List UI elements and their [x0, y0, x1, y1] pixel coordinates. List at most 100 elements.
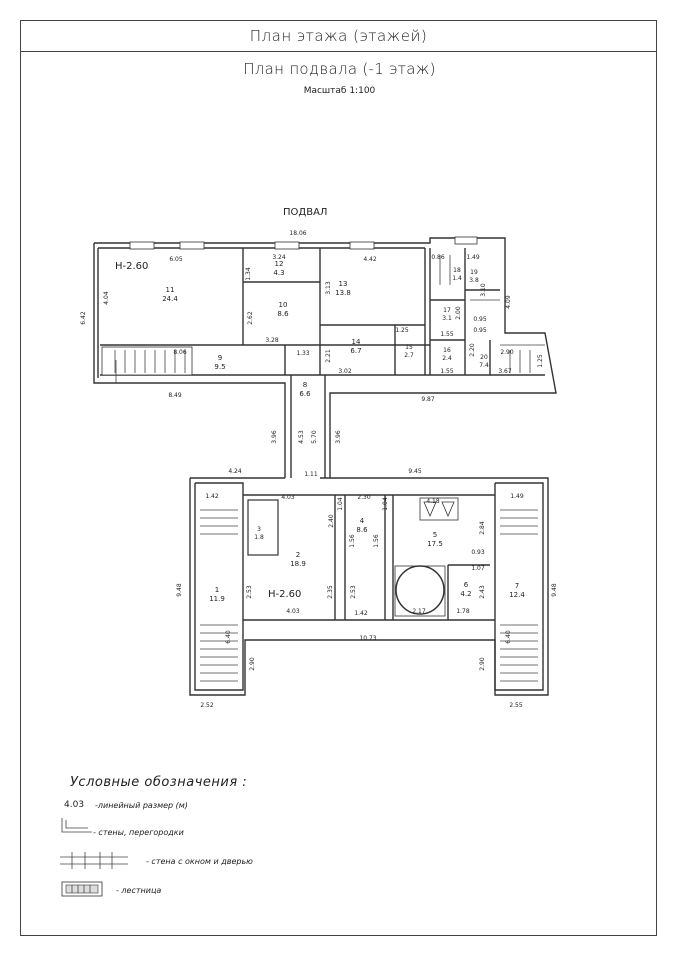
dimension-label: 6.42 [80, 311, 87, 325]
dimension-label: 6.40 [225, 630, 232, 644]
legend-label-dimension: -линейный размер (м) [95, 801, 188, 810]
dimension-label: 1.49 [510, 493, 524, 500]
legend-dimension-sample: 4.03 [64, 800, 85, 810]
corridor-walls [290, 375, 326, 478]
room-number: 12 [275, 260, 284, 268]
dimension-label: 2.00 [455, 306, 462, 320]
legend-label-stairs: - лестница [116, 886, 162, 895]
dimension-label: 2.53 [246, 585, 253, 599]
room-area: 3.8 [469, 277, 479, 284]
dimension-label: 3.67 [498, 368, 512, 375]
dimension-label: 9.48 [176, 583, 183, 597]
room-area: 13.8 [335, 289, 351, 297]
room-area: 8.6 [356, 526, 368, 534]
room-area: 3.1 [442, 315, 452, 322]
upper-block-walls [93, 236, 557, 479]
dimension-label: 2.30 [357, 494, 371, 501]
plan-title: План подвала (-1 этаж) [243, 60, 436, 78]
room-number: 20 [480, 354, 488, 361]
dimension-label: 3.28 [265, 337, 279, 344]
dimension-label: 1.07 [471, 565, 485, 572]
room-area: 6.6 [299, 390, 311, 398]
level-label: ПОДВАЛ [283, 207, 327, 218]
dimension-label: 10.73 [359, 635, 376, 642]
room-area: 7.4 [479, 362, 489, 369]
room-area: 24.4 [162, 295, 178, 303]
dimension-label: 0.95 [473, 327, 487, 334]
dimension-label: 2.52 [200, 702, 214, 709]
lower-block-walls [189, 477, 549, 696]
dimension-label: 2.90 [249, 657, 256, 671]
room-number: 9 [218, 354, 222, 362]
title-bar: План этажа (этажей) [20, 20, 657, 52]
room-number: 4 [360, 517, 365, 525]
dimension-label: 2.21 [325, 349, 332, 363]
room-number: 16 [443, 347, 451, 354]
dimension-label: 1.78 [456, 608, 470, 615]
lower-stairs [200, 509, 538, 682]
room-area: 17.5 [427, 540, 443, 548]
dimension-label: 2.43 [479, 585, 486, 599]
legend-title: Условные обозначения : [70, 775, 248, 790]
dimension-label: 1.56 [373, 534, 380, 548]
room-number: 3 [257, 526, 261, 533]
dimension-label: 0.93 [471, 549, 485, 556]
room-area: 8.6 [277, 310, 289, 318]
dimension-label: 4.24 [228, 468, 242, 475]
room-area: 18.9 [290, 560, 306, 568]
dimension-label: 2.84 [479, 521, 486, 535]
dimension-label: 2.20 [469, 343, 476, 357]
legend-label-walls: - стены, перегородки [93, 828, 184, 837]
dimension-label: 2.62 [247, 311, 254, 325]
room-area: 4.3 [273, 269, 284, 277]
room-number: 6 [464, 581, 469, 589]
dimension-label: 2.90 [479, 657, 486, 671]
dimension-label: 0.95 [473, 316, 487, 323]
dimension-label: 4.53 [298, 430, 305, 444]
dimension-label: 2.90 [500, 349, 514, 356]
room-area: 2.4 [442, 355, 452, 362]
room-number: 19 [470, 269, 478, 276]
dimension-label: 8.06 [173, 349, 187, 356]
dimension-label: 9.87 [421, 396, 435, 403]
room-area: 2.7 [404, 352, 414, 359]
room-number: 15 [405, 344, 413, 351]
room-number: 10 [279, 301, 288, 309]
dimension-label: 4.09 [505, 295, 512, 309]
upper-stairs [114, 350, 186, 383]
room-number: 14 [352, 338, 361, 346]
dimension-label: 9.48 [551, 583, 558, 597]
sheet-title: План этажа (этажей) [249, 26, 428, 45]
dimension-label: 4.04 [103, 291, 110, 305]
dimension-label: 2.53 [350, 585, 357, 599]
room-number: 1 [215, 586, 219, 594]
height-upper: Н-2.60 [115, 261, 148, 272]
dimension-label: 1.11 [304, 471, 318, 478]
dimension-label: 1.04 [337, 497, 344, 511]
dimension-label: 4.18 [426, 498, 440, 505]
dimension-label: 6.05 [169, 256, 183, 263]
dimension-label: 3.02 [338, 368, 352, 375]
dimension-label: 1.34 [245, 267, 252, 281]
legend-label-window-door: - стена с окном и дверью [146, 857, 253, 866]
room-number: 18 [453, 267, 461, 274]
dimension-label: 8.49 [168, 392, 182, 399]
dimension-label: 2.35 [327, 585, 334, 599]
dimension-label: 1.25 [537, 354, 544, 368]
drawing-frame [20, 20, 657, 936]
room-number: 2 [296, 551, 300, 559]
dimension-label: 2.55 [509, 702, 523, 709]
dimension-label: 4.03 [281, 494, 295, 501]
room-area: 11.9 [209, 595, 225, 603]
dimension-label: 1.42 [354, 610, 368, 617]
dimension-label: 3.96 [271, 430, 278, 444]
legend-symbols [60, 818, 128, 897]
dimension-label: 1.55 [440, 368, 454, 375]
room-number: 8 [303, 381, 307, 389]
dimension-label: 2.17 [412, 608, 426, 615]
room-number: 17 [443, 307, 451, 314]
dimension-label: 5.70 [311, 430, 318, 444]
room-area: 4.2 [460, 590, 471, 598]
room-number: 11 [166, 286, 175, 294]
